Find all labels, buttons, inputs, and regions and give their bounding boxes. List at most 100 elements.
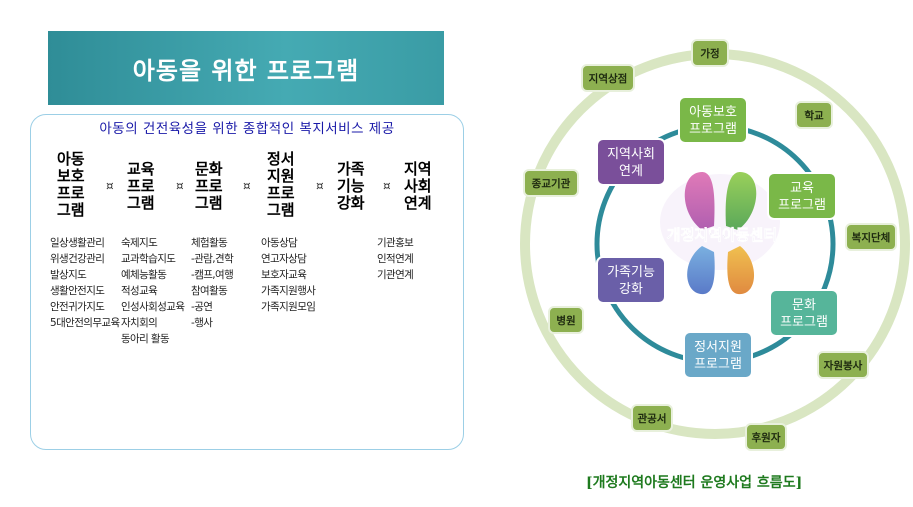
outer-node-local-shop: 지역상점 (581, 64, 635, 92)
outer-node-home: 가정 (691, 39, 729, 67)
outer-node-label: 자원봉사 (824, 359, 863, 372)
list-item: -캠프,여행 (191, 269, 234, 281)
outer-node-box (691, 39, 729, 67)
list-item: 체험활동 (191, 237, 228, 249)
outer-node-label: 병원 (556, 314, 575, 327)
list-item: 안전귀가지도 (50, 301, 105, 313)
outer-node-box (631, 404, 673, 432)
list-item: 교과학습지도 (121, 253, 176, 265)
logo-pink-leaf (684, 172, 715, 230)
heading-family-function: 가족 기능 강화 (337, 160, 365, 212)
list-item: 자치회의 (121, 317, 158, 329)
outer-node-box (548, 306, 584, 334)
outer-node-welfare-org: 복지단체 (845, 223, 897, 251)
list-item: 아동상담 (261, 237, 298, 249)
outer-node-label: 복지단체 (852, 231, 891, 244)
separator-1: ¤ (106, 179, 114, 193)
outer-node-box (795, 101, 833, 129)
list-item: 동아리 활동 (121, 333, 170, 345)
separator-5: ¤ (383, 179, 391, 193)
list-item: 참여활동 (191, 285, 228, 297)
list-item: 발상지도 (50, 269, 87, 281)
outer-node-label: 지역상점 (589, 72, 628, 85)
outer-node-label: 후원자 (752, 431, 781, 444)
list-community-link: 기관홍보 인적연계 기관연계 (377, 235, 414, 283)
list-item: 적성교육 (121, 285, 158, 297)
list-item: 가족지원행사 (261, 285, 316, 297)
list-item: 인성사회성교육 (121, 301, 185, 313)
list-item: 예체능활동 (121, 269, 167, 281)
outer-node-box (745, 423, 787, 451)
logo-blue-leaf (687, 246, 715, 295)
outer-node-label: 종교기관 (532, 177, 571, 190)
separator-4: ¤ (316, 179, 324, 193)
heading-child-protection: 아동 보호 프로 그램 (57, 150, 85, 219)
outer-node-label: 관공서 (638, 412, 667, 425)
outer-node-public-office: 관공서 (631, 404, 673, 432)
separator-3: ¤ (243, 179, 251, 193)
program-content-box: 아동의 건전육성을 위한 종합적인 복지서비스 제공 아동 보호 프로 그램 ¤… (30, 114, 464, 450)
subtitle: 아동의 건전육성을 위한 종합적인 복지서비스 제공 (99, 121, 395, 137)
list-item: -공연 (191, 301, 213, 313)
list-item: -관람,견학 (191, 253, 234, 265)
node-box (767, 172, 837, 220)
list-item: 인적연계 (377, 253, 414, 265)
list-item: 생활안전지도 (50, 285, 105, 297)
list-item: 연고자상담 (261, 253, 307, 265)
separator-2: ¤ (176, 179, 184, 193)
heading-community-link: 지역 사회 연계 (404, 160, 432, 212)
list-item: 일상생활관리 (50, 237, 105, 249)
heading-emotional-support: 정서 지원 프로 그램 (267, 150, 295, 219)
list-emotional-support: 아동상담 연고자상담 보호자교육 가족지원행사 가족지원모임 (261, 235, 316, 315)
list-item: 위생건강관리 (50, 253, 105, 265)
logo-green-leaf (725, 172, 757, 230)
node-box (596, 256, 666, 304)
heading-education: 교육 프로 그램 (127, 160, 155, 212)
list-item: 5대안전의무교육 (50, 317, 120, 329)
outer-node-hospital: 병원 (548, 306, 584, 334)
list-item: 가족지원모임 (261, 301, 316, 313)
list-item: 보호자교육 (261, 269, 307, 281)
outer-node-sponsor: 후원자 (745, 423, 787, 451)
outer-node-label: 학교 (804, 109, 824, 122)
outer-node-box (523, 169, 579, 197)
list-child-protection: 일상생활관리 위생건강관리 발상지도 생활안전지도 안전귀가지도 5대안전의무교… (50, 235, 120, 331)
heading-culture: 문화 프로 그램 (195, 160, 223, 212)
logo-orange-leaf (727, 246, 755, 295)
list-item: 숙제지도 (121, 237, 158, 249)
center-logo: 개정지역아동센터 (660, 172, 780, 295)
title-banner: 아동을 위한 프로그램 (48, 31, 444, 105)
node-box (596, 138, 666, 186)
node-box (678, 96, 748, 144)
list-item: 기관연계 (377, 269, 414, 281)
node-box (769, 289, 839, 337)
outer-node-label: 가정 (700, 47, 719, 60)
outer-node-box (845, 223, 897, 251)
node-box (683, 331, 753, 379)
diagram-caption: [개정지역아동센터 운영사업 흐름도] (586, 475, 803, 491)
page-title: 아동을 위한 프로그램 (132, 55, 360, 85)
list-item: -행사 (191, 317, 213, 329)
outer-node-box (817, 351, 869, 379)
center-label: 개정지역아동센터 (667, 226, 777, 244)
outer-node-box (581, 64, 635, 92)
list-education: 숙제지도 교과학습지도 예체능활동 적성교육 인성사회성교육 자치회의 동아리 … (121, 235, 185, 347)
list-item: 기관홍보 (377, 237, 414, 249)
outer-node-school: 학교 (795, 101, 833, 129)
outer-node-volunteer: 자원봉사 (817, 351, 869, 379)
outer-node-religious-org: 종교기관 (523, 169, 579, 197)
